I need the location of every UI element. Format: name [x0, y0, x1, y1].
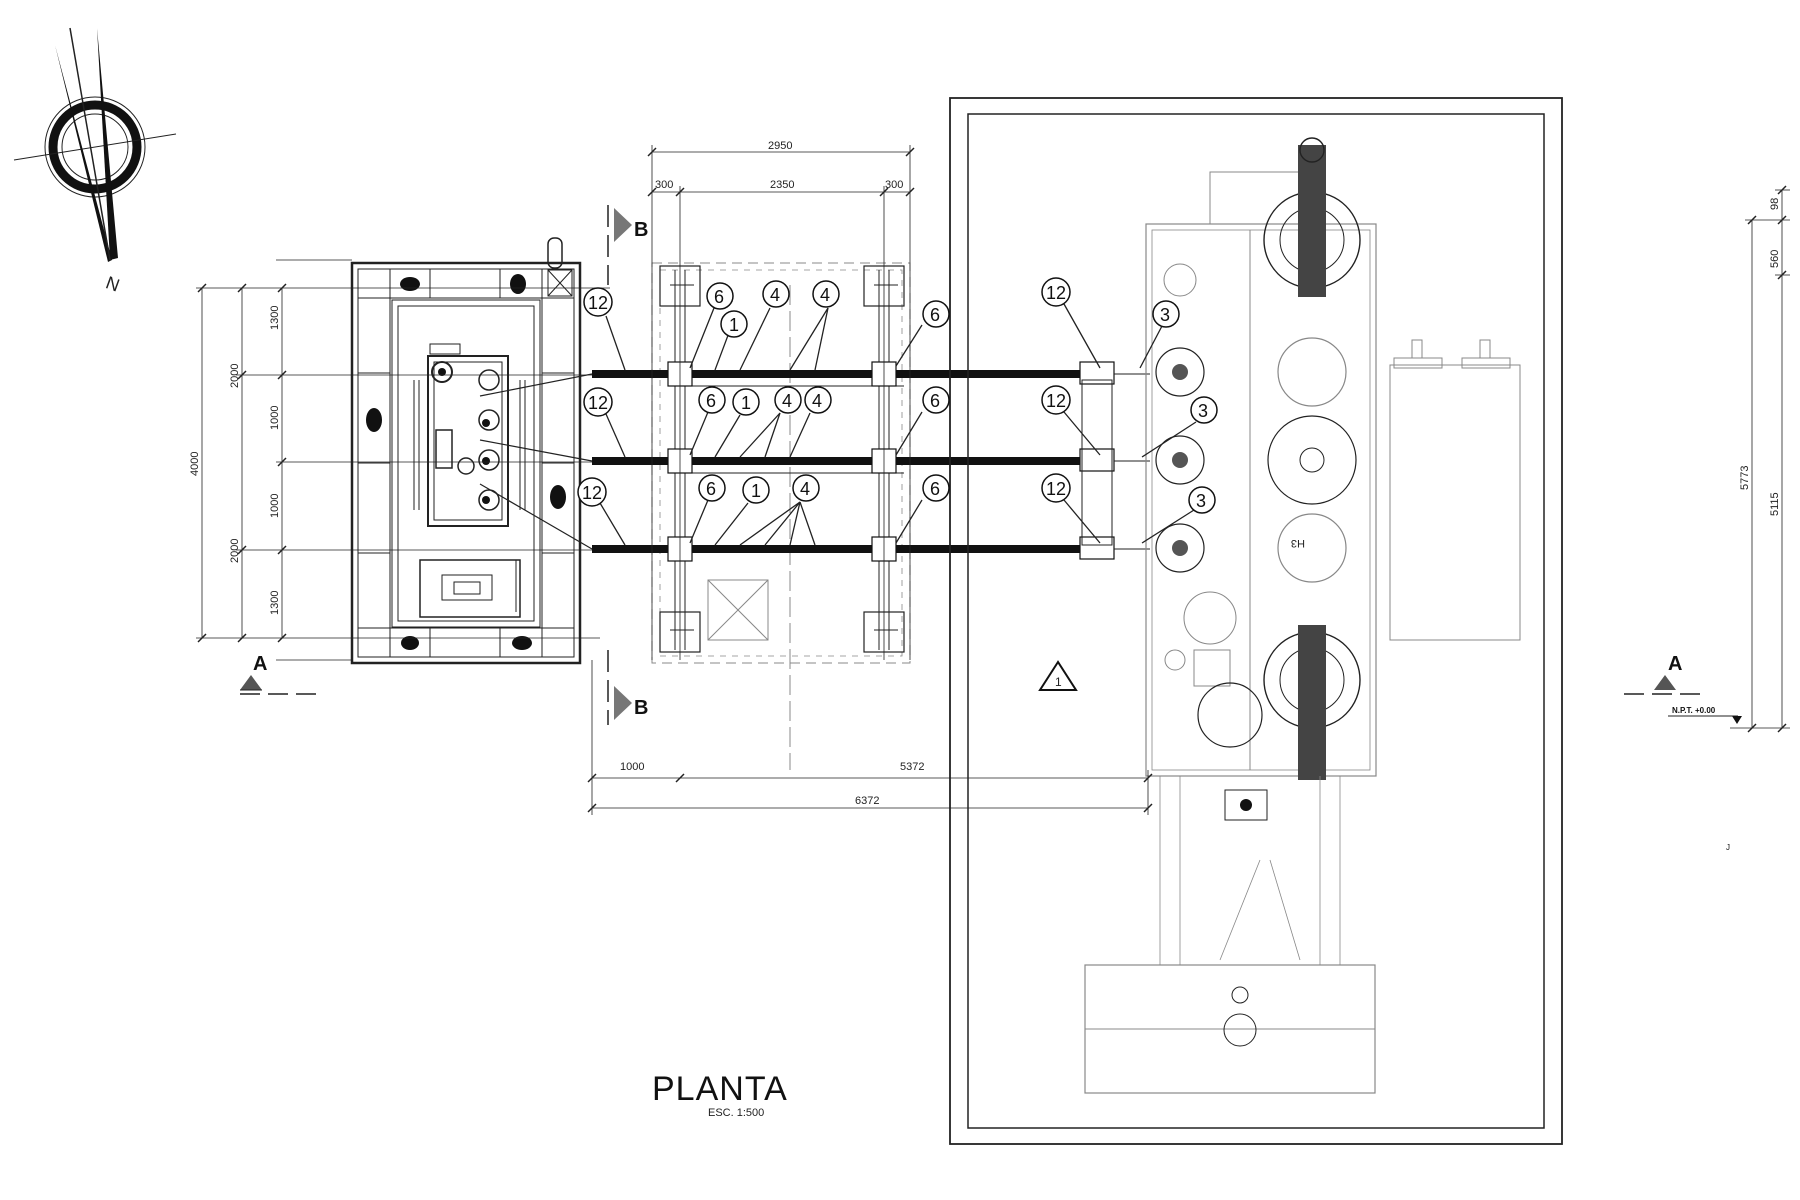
top-dimension-ticks	[647, 147, 915, 197]
right-dimension-lines	[1730, 189, 1790, 729]
drawing-scale: ESC. 1:500	[708, 1107, 764, 1119]
dim-6372: 6372	[855, 795, 879, 807]
svg-text:6: 6	[930, 479, 940, 499]
dim-2950: 2950	[768, 140, 792, 152]
svg-text:12: 12	[1046, 479, 1066, 499]
svg-text:12: 12	[588, 293, 608, 313]
callout-bubble: 4	[804, 386, 832, 414]
bottom-dimension-lines	[591, 660, 1149, 815]
callout-bubble: 12	[583, 287, 613, 317]
left-equipment-bay	[350, 237, 582, 665]
callout-bubble: 6	[922, 386, 950, 414]
left-dimension-ticks	[197, 283, 287, 643]
dim-300-right: 300	[885, 179, 903, 191]
dim-1300-lower: 1300	[269, 591, 281, 615]
dim-5773: 5773	[1739, 466, 1751, 490]
section-a-label-left: A	[253, 653, 267, 675]
dim-2000-upper: 2000	[229, 364, 241, 388]
svg-text:4: 4	[812, 391, 822, 411]
callout-bubble: 6	[698, 386, 726, 414]
power-transformer: H3	[1084, 137, 1521, 1094]
transformer-enclosure	[949, 97, 1563, 1145]
svg-text:4: 4	[800, 479, 810, 499]
svg-text:4: 4	[820, 285, 830, 305]
right-dimension-ticks	[1747, 185, 1787, 733]
callout-bubble: 6	[706, 282, 734, 310]
svg-text:4: 4	[770, 285, 780, 305]
revision-tag: 1	[1055, 675, 1062, 689]
svg-text:6: 6	[706, 391, 716, 411]
callout-bubble: 3	[1152, 300, 1180, 328]
callout-bubble: 6	[698, 474, 726, 502]
svg-text:12: 12	[588, 393, 608, 413]
svg-text:3: 3	[1198, 401, 1208, 421]
section-b-label-top: B	[634, 219, 648, 241]
duct-bank-foundation	[651, 262, 911, 770]
callout-bubble: 4	[774, 386, 802, 414]
svg-text:1: 1	[751, 481, 761, 501]
section-a-label-right: A	[1668, 653, 1682, 675]
callout-bubble: 12	[1041, 385, 1071, 415]
callout-bubble: 1	[720, 310, 748, 338]
callout-bubble: 12	[583, 387, 613, 417]
transformer-label: H3	[1291, 537, 1305, 549]
north-label: N	[103, 272, 122, 295]
callout-bubbles: 12 6 1 4 4 6 12 6 1 4 4 6 12 6 1 4 6 12 …	[577, 277, 1218, 514]
callout-bubble: 1	[732, 388, 760, 416]
drawing-title: PLANTA	[652, 1070, 788, 1108]
svg-text:12: 12	[582, 483, 602, 503]
section-mark-a-left: A	[240, 653, 320, 695]
callout-bubble: 1	[742, 476, 770, 504]
dim-560: 560	[1769, 250, 1781, 268]
dim-2000-lower: 2000	[229, 539, 241, 563]
svg-text:3: 3	[1196, 491, 1206, 511]
svg-text:1: 1	[741, 393, 751, 413]
dim-1000-lower: 1000	[269, 494, 281, 518]
dim-1300-upper: 1300	[269, 306, 281, 330]
callout-bubble: 12	[577, 477, 607, 507]
section-mark-a-right: A	[1624, 653, 1700, 695]
callout-bubble: 12	[1041, 473, 1071, 503]
callout-bubble: 4	[812, 280, 840, 308]
bottom-dimension-ticks	[587, 773, 1153, 813]
level-mark: N.P.T. +0.00	[1668, 706, 1742, 724]
callout-bubble: 12	[1041, 277, 1071, 307]
callout-bubble: 6	[922, 300, 950, 328]
dim-98: 98	[1769, 198, 1781, 210]
callout-bubble: 6	[922, 474, 950, 502]
callout-bubble: 4	[762, 280, 790, 308]
radiator-banks	[1389, 339, 1521, 641]
dim-5372: 5372	[900, 761, 924, 773]
left-dimension-lines	[196, 259, 610, 661]
section-mark-b-top: B	[607, 205, 648, 285]
top-dimension-lines	[651, 145, 911, 660]
section-mark-b-bottom: B	[607, 650, 648, 725]
callout-bubble: 4	[792, 474, 820, 502]
svg-text:6: 6	[930, 391, 940, 411]
dim-300-left: 300	[655, 179, 673, 191]
dim-1000-upper: 1000	[269, 406, 281, 430]
dim-1000-bottom: 1000	[620, 761, 644, 773]
dim-5115: 5115	[1769, 492, 1781, 516]
north-arrow-icon: N	[13, 27, 177, 295]
callout-bubble: 3	[1188, 486, 1216, 514]
svg-text:3: 3	[1160, 305, 1170, 325]
svg-text:1: 1	[729, 315, 739, 335]
svg-text:4: 4	[782, 391, 792, 411]
revision-triangle-icon: 1	[1038, 660, 1078, 691]
svg-text:12: 12	[1046, 391, 1066, 411]
level-label: N.P.T. +0.00	[1672, 706, 1716, 715]
callout-bubble: 3	[1190, 396, 1218, 424]
callout-leaders	[599, 303, 1197, 546]
stray-mark: J	[1726, 843, 1730, 852]
svg-text:12: 12	[1046, 283, 1066, 303]
svg-text:6: 6	[714, 287, 724, 307]
dim-2350: 2350	[770, 179, 794, 191]
svg-text:6: 6	[930, 305, 940, 325]
dim-4000: 4000	[189, 452, 201, 476]
section-b-label-bottom: B	[634, 697, 648, 719]
svg-text:6: 6	[706, 479, 716, 499]
